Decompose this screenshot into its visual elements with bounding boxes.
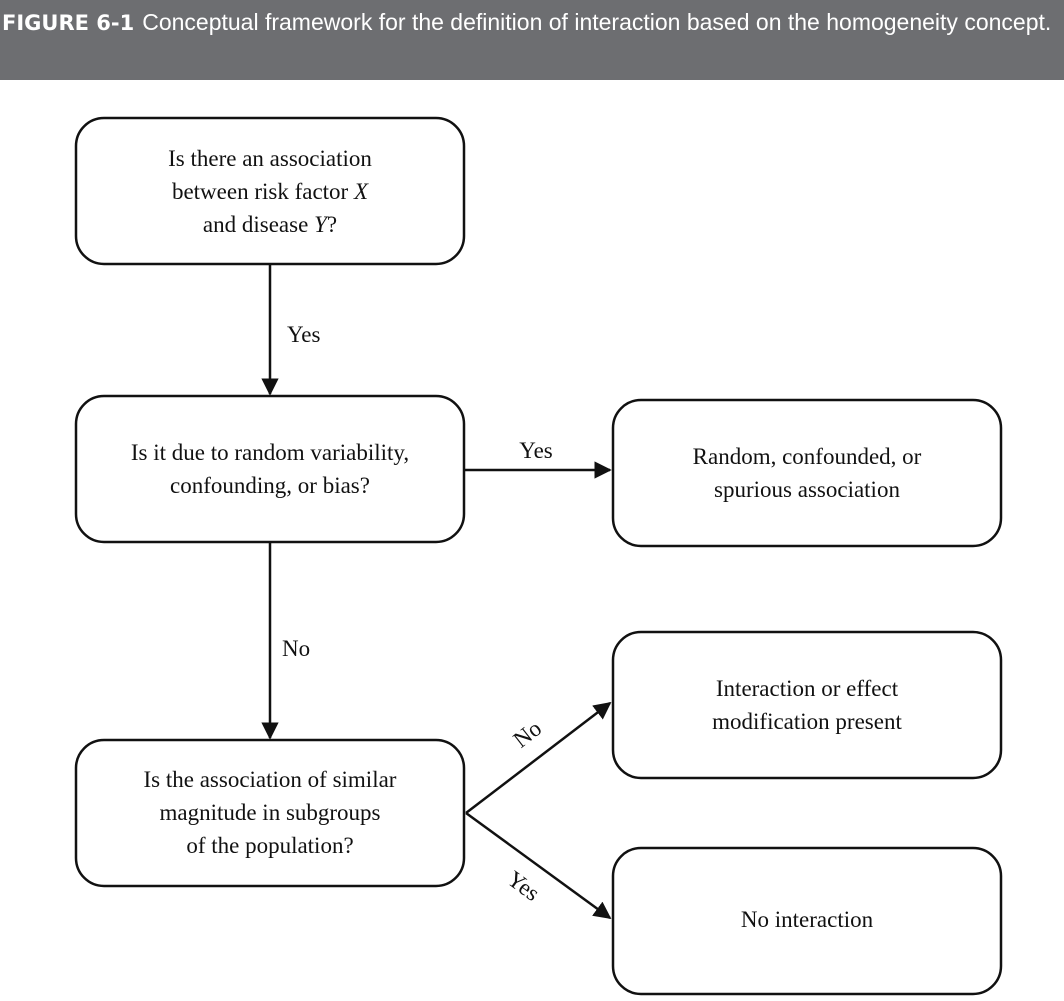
edge-magnitude-to-interaction-arrow: [465, 701, 612, 814]
node-result-no-interaction: No interaction: [741, 907, 874, 932]
node-question-magnitude: Is the association of similar magnitude i…: [144, 767, 397, 858]
edge-random-to-magnitude-label: No: [282, 636, 310, 661]
node-text-line: of the population?: [186, 833, 353, 858]
node-text-line: spurious association: [714, 477, 900, 502]
figure-caption: FIGURE 6-1 Conceptual framework for the d…: [0, 0, 1064, 80]
node-question-association: Is there an association between risk fact…: [168, 146, 372, 237]
node-text-line: Is the association of similar: [144, 767, 397, 792]
node-text-line: modification present: [712, 709, 902, 734]
node-result-spurious: Random, confounded, or spurious associati…: [693, 444, 922, 502]
node-text-line: confounding, or bias?: [170, 473, 370, 498]
figure-caption-text: Conceptual framework for the definition …: [142, 9, 1052, 35]
node-text-line: Interaction or effect: [716, 676, 899, 701]
node-question-random: Is it due to random variability, confound…: [131, 440, 409, 498]
node-result-no-interaction-box: [611, 846, 1003, 996]
node-text-line: Is there an association: [168, 146, 372, 171]
node-text-line: No interaction: [741, 907, 874, 932]
edge-magnitude-to-no-interaction-arrow: [465, 811, 612, 920]
node-result-spurious-box: [611, 398, 1003, 548]
figure-number: FIGURE 6-1: [2, 11, 135, 35]
edge-magnitude-to-interaction-label: No: [509, 716, 547, 753]
node-result-interaction: Interaction or effect modification presen…: [712, 676, 902, 734]
edge-magnitude-to-no-interaction-label: Yes: [503, 866, 545, 906]
node-text-line: and disease Y?: [203, 212, 337, 237]
edge-association-to-random-label: Yes: [287, 322, 321, 347]
node-result-interaction-box: [611, 630, 1003, 780]
node-text-line: magnitude in subgroups: [159, 800, 380, 825]
node-question-magnitude-box: [74, 738, 466, 888]
node-text-line: between risk factor X: [172, 179, 369, 204]
node-question-random-box: [74, 394, 466, 544]
edge-random-to-spurious-label: Yes: [519, 438, 553, 463]
node-text-line: Is it due to random variability,: [131, 440, 409, 465]
node-text-line: Random, confounded, or: [693, 444, 922, 469]
